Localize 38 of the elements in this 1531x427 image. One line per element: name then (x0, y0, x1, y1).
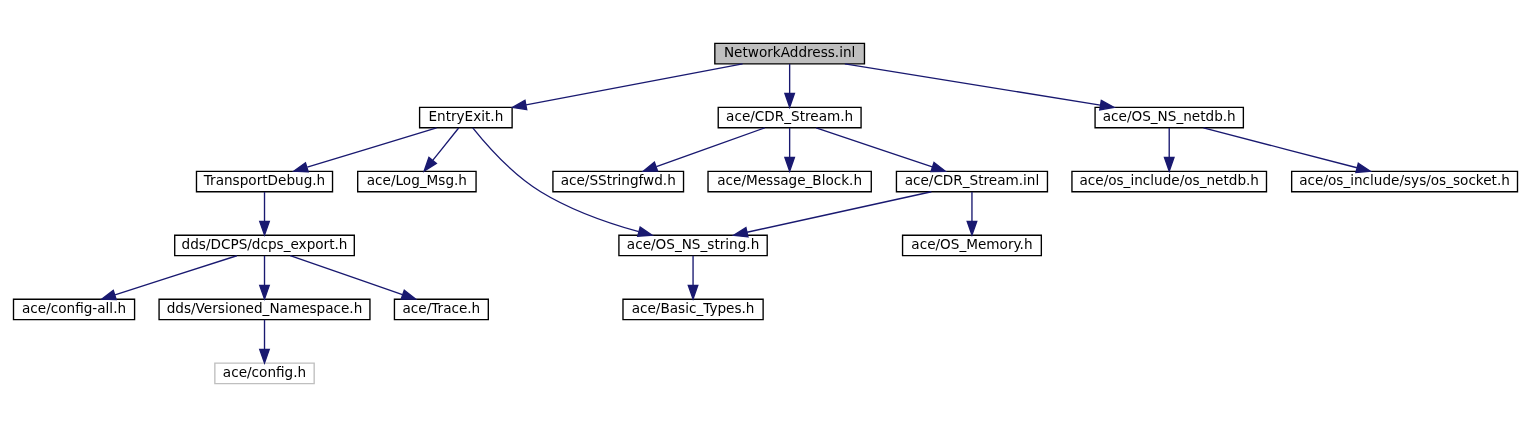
arrow (1202, 127, 1373, 174)
arrow (99, 255, 238, 301)
node-box: dds/Versioned_Namespace.h (158, 298, 371, 321)
node-box: ace/Message_Block.h (707, 170, 872, 193)
node-box: ace/Trace.h (393, 298, 489, 321)
node-box: ace/os_include/os_netdb.h (1071, 170, 1268, 193)
arrow (844, 63, 1116, 111)
arrow (258, 191, 271, 238)
arrow (783, 63, 796, 110)
node-box: dds/DCPS/dcps_export.h (174, 234, 355, 257)
node-box: ace/Basic_Types.h (622, 298, 764, 321)
arrow (291, 127, 438, 173)
arrow (289, 255, 418, 300)
arrow (815, 127, 948, 173)
node-box: NetworkAddress.inl (714, 42, 866, 65)
node-box: ace/os_include/sys/os_socket.h (1291, 170, 1519, 193)
arrow (472, 127, 655, 238)
node-box: ace/OS_NS_string.h (618, 234, 768, 257)
node-box: ace/config.h (214, 362, 315, 385)
arrow (783, 127, 796, 174)
arrow (731, 191, 933, 238)
arrow (422, 127, 460, 173)
arrow (966, 191, 978, 238)
node-box: ace/CDR_Stream.inl (895, 170, 1049, 193)
arrow (641, 127, 766, 172)
arrow (1163, 127, 1175, 174)
arrow (510, 63, 744, 111)
node-box: ace/CDR_Stream.h (717, 106, 862, 129)
node-box: TransportDebug.h (195, 170, 334, 193)
arrow (258, 319, 271, 365)
node-box: EntryExit.h (418, 106, 513, 129)
node-box: ace/Log_Msg.h (357, 170, 477, 193)
arrow (687, 255, 699, 302)
node-box: ace/OS_NS_netdb.h (1094, 106, 1245, 129)
arrow (258, 255, 271, 302)
node-box: ace/OS_Memory.h (901, 234, 1042, 257)
node-box: ace/SStringfwd.h (552, 170, 685, 193)
node-box: ace/config-all.h (12, 298, 136, 321)
